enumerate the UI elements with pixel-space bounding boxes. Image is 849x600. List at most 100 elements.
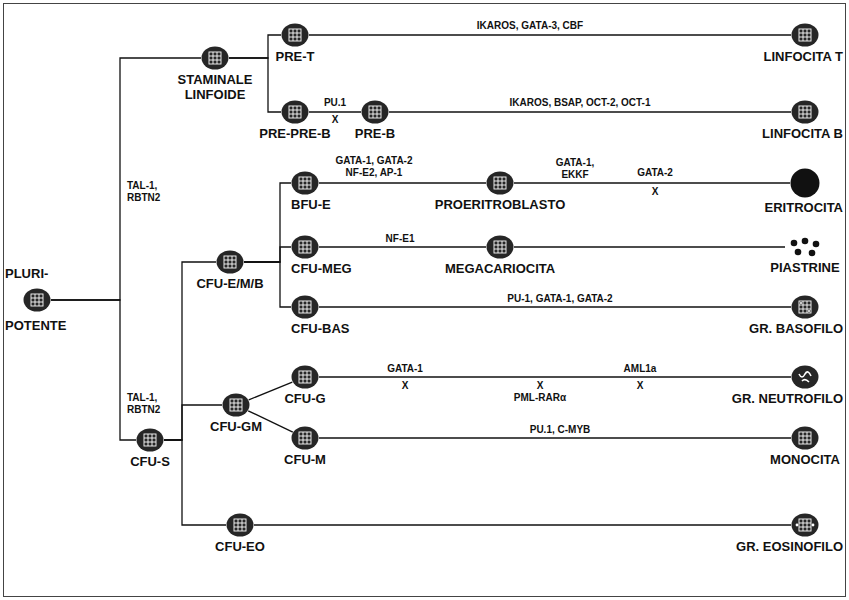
lineage-connector (514, 182, 790, 183)
cell-node: CFU-S (136, 428, 164, 452)
cell-node: CFU-M (291, 426, 319, 450)
cell-node: PLURI- POTENTE (23, 288, 51, 312)
factor-label: IKAROS, GATA-3, CBF (477, 20, 583, 32)
cell-label: BFU-E (291, 197, 331, 212)
cell-label: LINFOCITA T (764, 49, 843, 64)
cell-label: PRE-B (355, 126, 395, 141)
cell-icon (23, 288, 51, 312)
cell-node: BFU-E (291, 171, 319, 195)
cell-node: GR. BASOFILO (791, 295, 819, 319)
factor-label: TAL-1, RBTN2 (127, 180, 177, 204)
cell-icon (791, 365, 819, 389)
cell-node: CFU-MEG (291, 235, 319, 259)
lineage-connector (164, 440, 226, 525)
cell-node: PRE-T (281, 23, 309, 47)
cell-icon (226, 513, 254, 537)
lineage-connector (309, 34, 791, 35)
cell-icon (791, 426, 819, 450)
cell-node: LINFOCITA T (791, 23, 819, 47)
cell-icon (791, 295, 819, 319)
lineage-connector (229, 35, 281, 58)
block-mark: X (332, 114, 339, 126)
cell-label: PROERITROBLASTO (435, 197, 566, 212)
cell-label: MEGACARIOCITA (445, 261, 555, 276)
cell-label: PRE-T (276, 49, 315, 64)
cell-node: MONOCITA (791, 426, 819, 450)
lineage-connector (51, 58, 201, 300)
cell-node: CFU-GM (222, 393, 250, 417)
lineage-connector (244, 183, 291, 262)
factor-label: NF-E1 (386, 233, 415, 245)
block-mark: X (402, 380, 409, 392)
lineage-connector (309, 111, 361, 112)
cell-node: PIASTRINE (785, 236, 825, 258)
platelets-icon (785, 236, 825, 258)
cell-label: CFU-GM (210, 419, 262, 434)
cell-node: PROERITROBLASTO (486, 171, 514, 195)
factor-label: PU.1 (324, 97, 346, 109)
cell-icon (486, 235, 514, 259)
cell-label: CFU-M (284, 452, 326, 467)
cell-icon (791, 23, 819, 47)
cell-label: CFU-E/M/B (196, 276, 263, 291)
cell-icon (281, 100, 309, 124)
cell-label: CFU-S (130, 454, 170, 469)
cell-label: PLURI- POTENTE (5, 248, 77, 352)
cell-node: PRE-PRE-B (281, 100, 309, 124)
lineage-connector (319, 376, 791, 377)
cell-label: CFU-MEG (291, 261, 352, 276)
cell-node: GR. EOSINOFILO (791, 513, 819, 537)
cell-icon (291, 365, 319, 389)
lineage-connector (514, 246, 785, 247)
cell-icon (291, 295, 319, 319)
cell-label: CFU-BAS (291, 321, 350, 336)
cell-label: CFU-EO (215, 539, 265, 554)
erythrocyte-icon (790, 168, 820, 198)
cell-label: GR. NEUTROFILO (732, 391, 843, 406)
block-mark: X (637, 380, 644, 392)
factor-label: GATA-2 (637, 167, 673, 179)
cell-node: CFU-BAS (291, 295, 319, 319)
cell-label: PIASTRINE (770, 260, 839, 275)
lineage-connector (244, 247, 291, 262)
cell-label: GR. EOSINOFILO (736, 539, 843, 554)
cell-node: CFU-EO (226, 513, 254, 537)
factor-label: IKAROS, BSAP, OCT-2, OCT-1 (510, 97, 651, 109)
factor-label: PU-1, GATA-1, GATA-2 (507, 293, 612, 305)
cell-node: LINFOCITA B (791, 100, 819, 124)
cell-label: LINFOCITA B (762, 126, 843, 141)
cell-label: STAMINALE LINFOIDE (170, 72, 260, 102)
cell-label: PRE-PRE-B (259, 126, 331, 141)
cell-node: CFU-E/M/B (216, 250, 244, 274)
factor-label: GATA-1 (387, 363, 423, 375)
lineage-connector (319, 182, 486, 183)
block-mark: X (537, 380, 544, 392)
cell-icon (291, 426, 319, 450)
cell-icon (136, 428, 164, 452)
cell-label: GR. BASOFILO (749, 321, 843, 336)
cell-icon (791, 513, 819, 537)
cell-node: ERITROCITA (790, 168, 820, 198)
cell-label: ERITROCITA (765, 200, 843, 215)
factor-label: PU.1, C-MYB (530, 424, 591, 436)
cell-icon (291, 235, 319, 259)
cell-icon (216, 250, 244, 274)
cell-icon (291, 171, 319, 195)
cell-icon (222, 393, 250, 417)
lineage-connector (389, 111, 791, 112)
factor-label: GATA-1, GATA-2 NF-E2, AP-1 (328, 155, 420, 179)
cell-label: MONOCITA (770, 452, 840, 467)
factor-label: PML-RARα (514, 392, 566, 404)
lineage-connector (319, 246, 486, 247)
block-mark: X (652, 186, 659, 198)
cell-node: PRE-B (361, 100, 389, 124)
cell-node: CFU-G (291, 365, 319, 389)
cell-icon (361, 100, 389, 124)
cell-label: CFU-G (284, 391, 325, 406)
factor-label: GATA-1, EKKF (550, 157, 600, 181)
lineage-connector (319, 306, 791, 307)
cell-node: GR. NEUTROFILO (791, 365, 819, 389)
